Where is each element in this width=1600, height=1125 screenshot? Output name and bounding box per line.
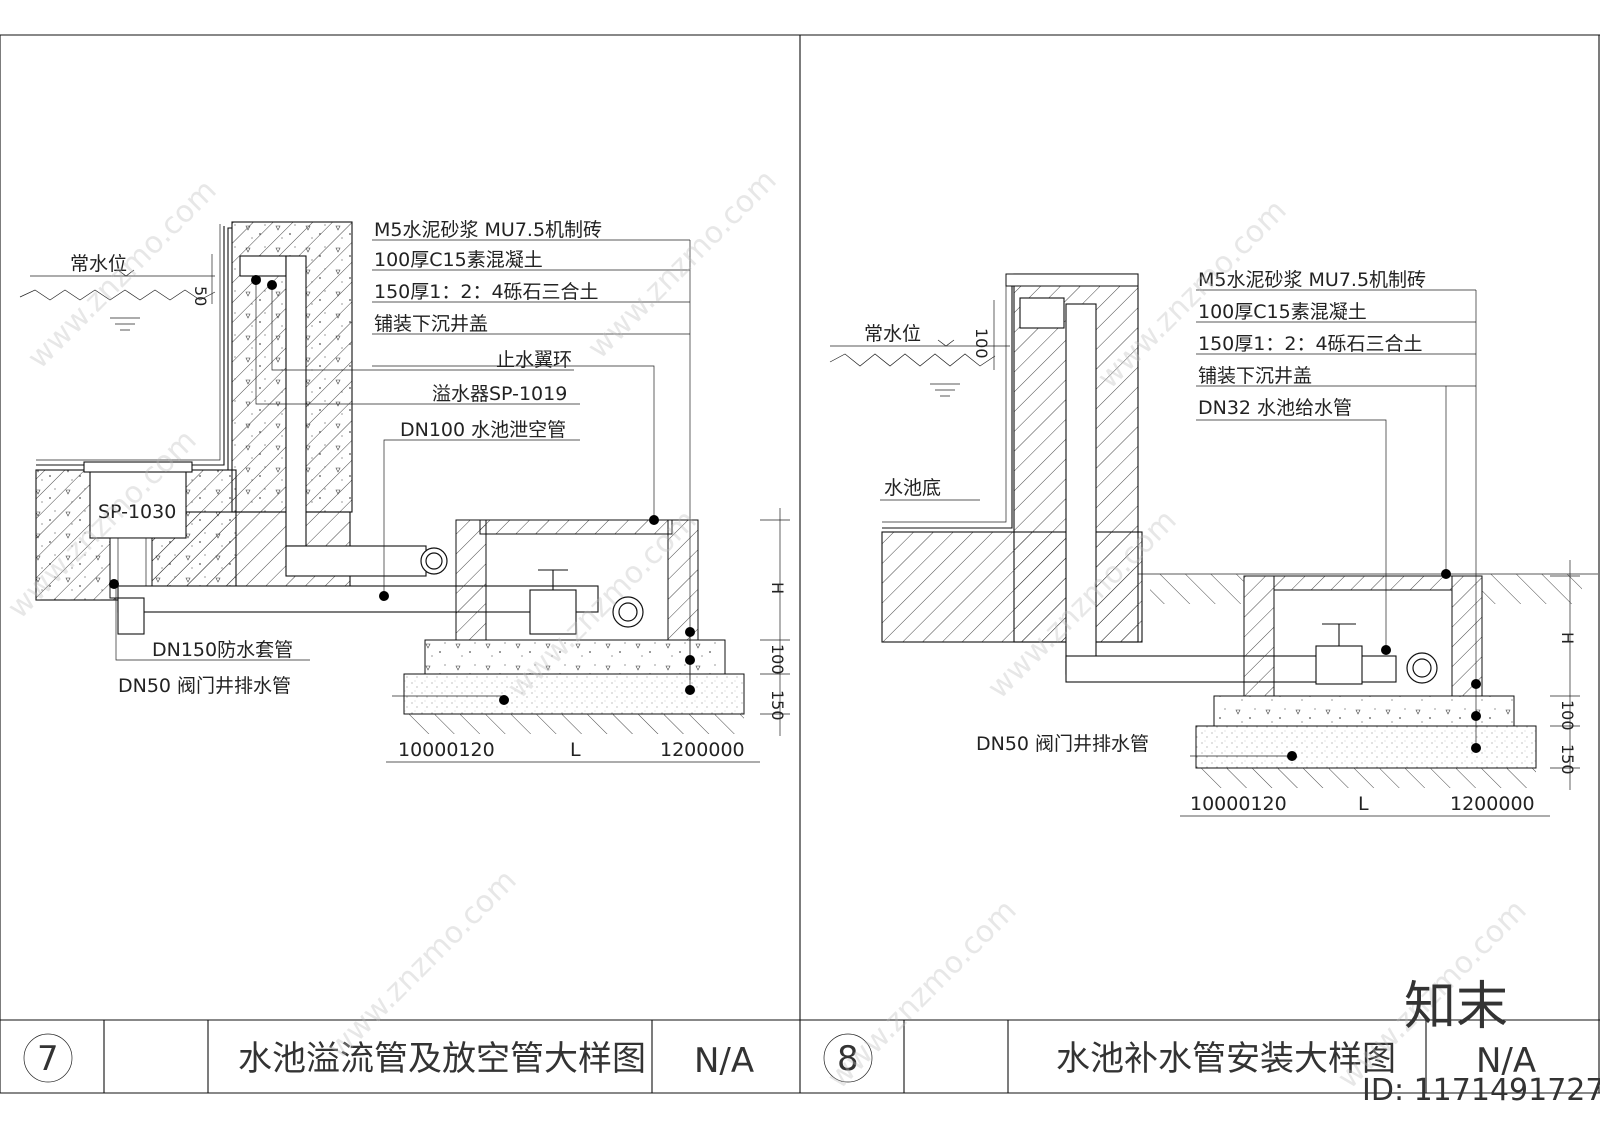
detail-8-index: 8 <box>837 1039 859 1079</box>
left-overflow-label: 溢水器SP-1019 <box>432 383 567 405</box>
leader-lines <box>115 239 691 700</box>
right-dim-100: 100 <box>1558 700 1577 731</box>
left-dim-h: H <box>768 582 787 594</box>
dimension-lines-right <box>993 300 1580 817</box>
left-dim-bottom-right: 1200000 <box>660 739 745 761</box>
left-layer-1: M5水泥砂浆 MU7.5机制砖 <box>374 219 602 241</box>
left-drain-label: DN100 水池泄空管 <box>400 419 566 441</box>
right-dim-bottom-left: 10000120 <box>1190 793 1287 815</box>
leader-dots <box>109 275 695 705</box>
water-surface <box>19 269 216 331</box>
left-dim-bottom-left: 10000120 <box>398 739 495 761</box>
left-sp-label: SP-1030 <box>98 501 176 523</box>
left-layer-3: 150厚1：2：4砾石三合土 <box>374 281 599 303</box>
right-pool-bottom-label: 水池底 <box>884 477 941 499</box>
dimension-lines <box>211 254 790 763</box>
right-layer-1: M5水泥砂浆 MU7.5机制砖 <box>1198 269 1426 291</box>
overflow-pipe <box>239 255 448 577</box>
right-layer-2: 100厚C15素混凝土 <box>1198 301 1367 323</box>
leader-lines-right <box>880 289 1477 757</box>
supply-pipe <box>1019 297 1438 685</box>
right-layer-4: 铺装下沉井盖 <box>1198 365 1312 387</box>
right-dim-100-top: 100 <box>972 328 991 359</box>
brand-logo: 知末 <box>1404 977 1508 1037</box>
left-dim-100: 100 <box>768 644 787 675</box>
right-dim-bottom-right: 1200000 <box>1450 793 1535 815</box>
title-strip: 7 水池溢流管及放空管大样图 N/A 8 水池补水管安装大样图 N/A <box>23 1020 1536 1093</box>
left-valve-drain-label: DN50 阀门井排水管 <box>118 675 291 697</box>
detail-8-title: 水池补水管安装大样图 <box>1056 1039 1396 1079</box>
left-ring-label: 止水翼环 <box>496 349 572 371</box>
right-valve-drain-label: DN50 阀门井排水管 <box>976 733 1149 755</box>
detail-8-scale: N/A <box>1476 1041 1536 1081</box>
id-label: ID: 1171491727 <box>1362 1073 1600 1108</box>
left-sleeve-label: DN150防水套管 <box>152 639 293 661</box>
detail-7-index-circle <box>23 1033 73 1083</box>
detail-8-index-circle <box>823 1033 873 1083</box>
sheet-frame <box>0 34 1600 1094</box>
svg-text:www.znzmo.com: www.znzmo.com <box>21 173 224 376</box>
right-dim-150: 150 <box>1558 744 1577 775</box>
right-water-level: 常水位 <box>864 323 921 345</box>
detail-7-title: 水池溢流管及放空管大样图 <box>238 1039 646 1079</box>
valve-chamber-right <box>1150 574 1582 788</box>
left-layer-4: 铺装下沉井盖 <box>374 313 488 335</box>
water-surface-right <box>829 339 1010 397</box>
left-dim-50: 50 <box>191 286 210 306</box>
detail-7: 常水位 50 M5水泥砂浆 MU7.5机制砖 100厚C15素混凝土 150厚1… <box>19 219 790 763</box>
svg-text:www.znzmo.com: www.znzmo.com <box>321 863 524 1066</box>
left-water-level: 常水位 <box>70 253 127 275</box>
right-dim-h: H <box>1558 632 1577 644</box>
detail-7-scale: N/A <box>694 1041 754 1081</box>
left-dim-150: 150 <box>768 690 787 721</box>
detail-8: 常水位 100 M5水泥砂浆 MU7.5机制砖 100厚C15素混凝土 150厚… <box>829 269 1598 817</box>
right-supply-label: DN32 水池给水管 <box>1198 397 1352 419</box>
left-layer-2: 100厚C15素混凝土 <box>374 249 543 271</box>
right-layer-3: 150厚1：2：4砾石三合土 <box>1198 333 1423 355</box>
valve-chamber <box>403 519 745 734</box>
svg-text:www.znzmo.com: www.znzmo.com <box>581 163 784 366</box>
svg-text:www.znzmo.com: www.znzmo.com <box>821 893 1024 1096</box>
left-dim-l: L <box>570 739 581 761</box>
drain-pipe <box>117 569 644 635</box>
leader-dots-right <box>1287 569 1481 761</box>
right-dim-l: L <box>1358 793 1369 815</box>
detail-7-index: 7 <box>37 1039 59 1079</box>
